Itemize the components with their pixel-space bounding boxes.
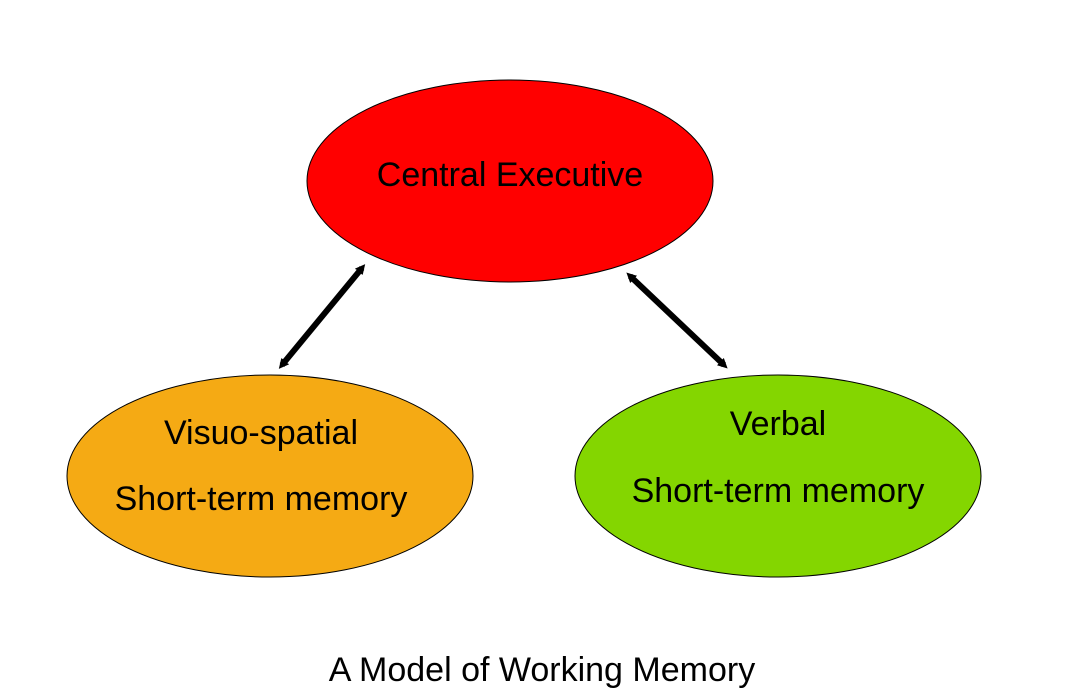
central-executive-label: Central Executive xyxy=(377,156,643,194)
verbal-title: Verbal xyxy=(730,405,826,443)
central-executive-shape xyxy=(306,79,714,283)
visuo-spatial-shape xyxy=(66,374,474,578)
connector-central-verbal xyxy=(626,272,728,369)
visuo-spatial-subtitle: Short-term memory xyxy=(115,480,408,518)
connector-central-visuo xyxy=(278,264,366,369)
diagram-caption: A Model of Working Memory xyxy=(329,651,755,689)
central-executive-node: Central Executive xyxy=(306,79,714,283)
verbal-subtitle: Short-term memory xyxy=(632,472,925,510)
verbal-shape xyxy=(574,374,982,578)
visuo-spatial-title: Visuo-spatial xyxy=(164,414,358,452)
verbal-node: Verbal Short-term memory xyxy=(574,374,982,578)
visuo-spatial-node: Visuo-spatial Short-term memory xyxy=(66,374,474,578)
